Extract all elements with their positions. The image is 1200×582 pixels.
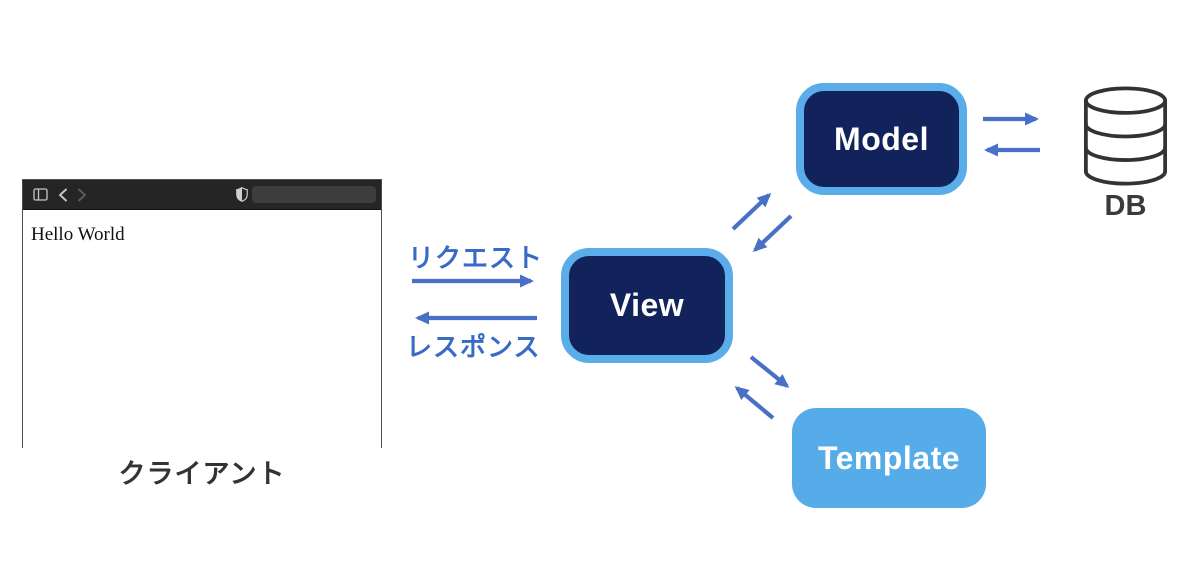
view-to-model-arrow: [731, 192, 772, 231]
response-label: レスポンス: [406, 332, 541, 362]
page-text: Hello World: [31, 224, 125, 245]
model-node-label: Model: [834, 120, 929, 157]
sidebar-toggle-icon[interactable]: [33, 188, 48, 201]
model-to-view-arrow: [752, 214, 793, 253]
view-node: View: [561, 248, 733, 363]
template-node: Template: [792, 408, 986, 508]
database-cylinder-icon: [1083, 86, 1168, 186]
back-chevron-icon[interactable]: [57, 188, 69, 202]
browser-titlebar: [23, 180, 381, 210]
client-browser-window: Hello World: [22, 179, 382, 448]
address-bar-input[interactable]: [252, 186, 376, 203]
request-label: リクエスト: [408, 243, 544, 273]
browser-page-content: Hello World: [23, 210, 381, 448]
forward-chevron-icon[interactable]: [76, 188, 88, 202]
view-to-template-arrow: [749, 355, 790, 388]
client-label: クライアント: [118, 459, 286, 489]
template-node-label: Template: [817, 439, 961, 476]
privacy-shield-icon[interactable]: [236, 187, 248, 202]
model-node: Model: [796, 83, 967, 195]
view-node-label: View: [609, 287, 685, 323]
template-to-view-arrow: [734, 386, 775, 420]
db-label: DB: [1104, 190, 1147, 222]
